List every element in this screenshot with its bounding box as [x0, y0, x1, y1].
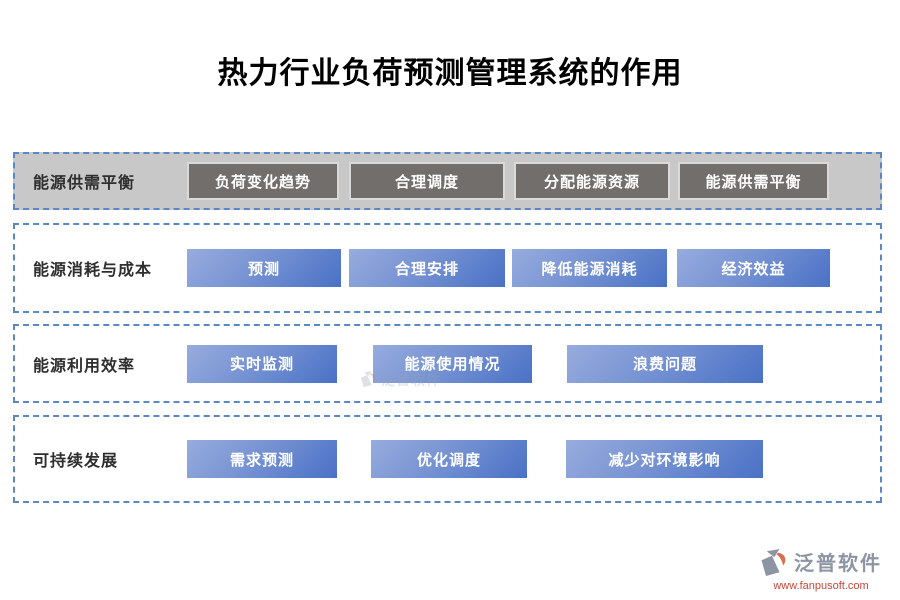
button-forecast[interactable]: 预测 — [187, 249, 341, 287]
button-demand-forecast[interactable]: 需求预测 — [187, 440, 337, 478]
button-reduce-environmental-impact[interactable]: 减少对环境影响 — [566, 440, 763, 478]
watermark-brand: 泛普软件 — [794, 553, 882, 575]
row-label: 能源利用效率 — [33, 357, 136, 375]
button-energy-supply-demand-balance[interactable]: 能源供需平衡 — [678, 162, 829, 200]
row-energy-consumption-cost: 能源消耗与成本 预测 合理安排 降低能源消耗 经济效益 — [13, 223, 882, 313]
row-label: 能源消耗与成本 — [33, 262, 153, 279]
watermark-url: www.fanpusoft.com — [773, 580, 869, 592]
button-allocate-energy-resources[interactable]: 分配能源资源 — [514, 162, 670, 200]
row-energy-utilization-efficiency: 能源利用效率 实时监测 能源使用情况 浪费问题 — [13, 324, 882, 403]
button-load-change-trend[interactable]: 负荷变化趋势 — [187, 162, 339, 200]
button-waste-problem[interactable]: 浪费问题 — [567, 344, 763, 383]
button-economic-benefit[interactable]: 经济效益 — [677, 249, 830, 287]
row-label: 可持续发展 — [33, 453, 119, 470]
button-energy-usage-status[interactable]: 能源使用情况 — [373, 344, 532, 383]
row-sustainable-development: 可持续发展 需求预测 优化调度 减少对环境影响 — [13, 415, 882, 503]
fanpu-watermark: 泛普软件 www.fanpusoft.com — [760, 549, 882, 592]
button-optimize-dispatch[interactable]: 优化调度 — [371, 440, 527, 478]
button-reasonable-dispatch[interactable]: 合理调度 — [349, 162, 505, 200]
row-label: 能源供需平衡 — [33, 175, 136, 192]
button-reasonable-arrangement[interactable]: 合理安排 — [349, 249, 505, 287]
button-realtime-monitoring[interactable]: 实时监测 — [187, 344, 337, 383]
row-energy-supply-demand: 能源供需平衡 负荷变化趋势 合理调度 分配能源资源 能源供需平衡 — [13, 152, 882, 210]
fanpu-logo-icon — [761, 549, 786, 576]
page-title: 热力行业负荷预测管理系统的作用 — [217, 57, 683, 90]
button-reduce-energy-consumption[interactable]: 降低能源消耗 — [512, 249, 667, 287]
